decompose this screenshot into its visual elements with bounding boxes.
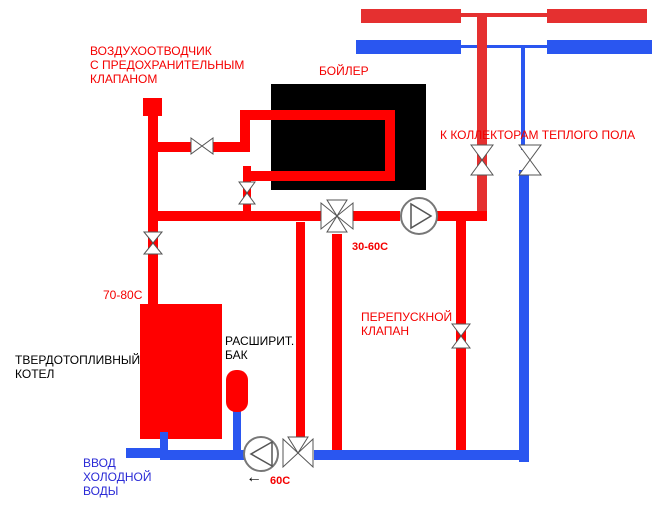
valve-bypass[interactable]: [451, 323, 471, 349]
return-arrow: ←: [246, 469, 262, 486]
temp-boiler-label: 70-80С: [103, 288, 143, 302]
main-hot-line-2: [352, 211, 400, 221]
air-vent: [143, 98, 162, 116]
return-riser-pipe: [519, 170, 529, 462]
solid-fuel-boiler: [140, 304, 222, 439]
air-vent-label: ВОЗДУХООТВОДЧИК С ПРЕДОХРАНИТЕЛЬНЫМ КЛАП…: [90, 44, 245, 86]
three-way-valve-top[interactable]: [320, 199, 354, 233]
three-way-valve-bottom[interactable]: [282, 436, 314, 469]
expansion-tank-label: РАСШИРИТ. БАК: [225, 334, 295, 362]
top-manifold: [356, 9, 652, 54]
temp-mix-label: 30-60С: [352, 241, 389, 253]
manifold-supply-left: [361, 9, 461, 23]
expansion-tank: [226, 370, 248, 412]
valve-boiler-riser[interactable]: [142, 231, 164, 255]
coil-inlet-stub: [240, 110, 250, 152]
boiler-tank-label: БОЙЛЕР: [319, 64, 369, 78]
manifold-supply-joint: [461, 13, 547, 17]
manifold-return-right: [547, 40, 652, 54]
return-riser-thin: [521, 45, 525, 150]
bottom-return-line-2: [314, 450, 529, 460]
mix-return-pipe: [296, 222, 305, 437]
expansion-tank-pipe: [233, 405, 241, 453]
valve-coil-return[interactable]: [238, 181, 256, 205]
temp-return-label: 60С: [270, 475, 291, 487]
mix-valve-down-pipe: [332, 234, 342, 452]
bottom-return-line: [160, 450, 245, 460]
floor-collectors-label: К КОЛЛЕКТОРАМ ТЕПЛОГО ПОЛА: [440, 128, 636, 142]
cold-inlet-stub: [126, 448, 166, 458]
pump-return[interactable]: [243, 436, 279, 472]
return-drop-from-boiler: [160, 432, 168, 458]
main-hot-line: [153, 211, 323, 221]
boiler-coil: [245, 110, 395, 181]
coil-supply-pipe-2: [210, 142, 250, 152]
valve-supply-riser[interactable]: [470, 144, 494, 176]
cold-inlet-label: ВВОД ХОЛОДНОЙ ВОДЫ: [83, 456, 152, 498]
supply-riser-pipe: [477, 15, 487, 220]
solid-fuel-boiler-label: ТВЕРДОТОПЛИВНЫЙ КОТЕЛ: [15, 353, 141, 381]
manifold-return-left: [356, 40, 461, 54]
valve-return-riser[interactable]: [518, 144, 542, 176]
pump-floor-circuit[interactable]: [400, 197, 438, 235]
boiler-riser-pipe: [148, 112, 158, 307]
valve-air-branch[interactable]: [190, 137, 214, 155]
manifold-return-joint: [461, 45, 547, 48]
manifold-supply-right: [547, 9, 647, 23]
bypass-valve-label: ПЕРЕПУСКНОЙ КЛАПАН: [361, 310, 453, 338]
coil-supply-pipe: [153, 142, 193, 152]
